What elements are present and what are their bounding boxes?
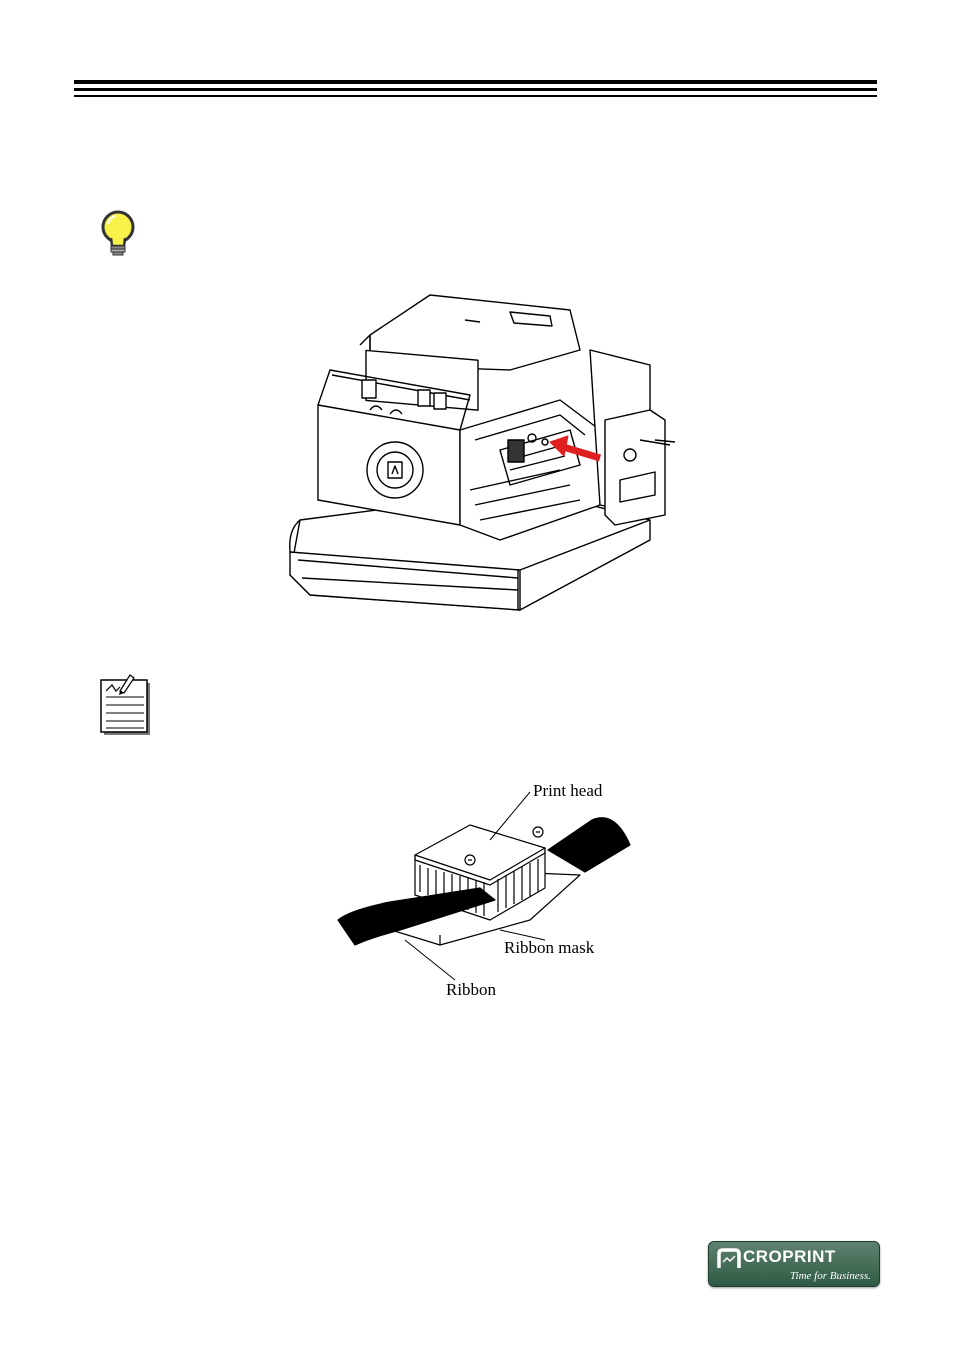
print-head-label: Print head [533, 781, 602, 801]
ribbon-label: Ribbon [446, 980, 496, 1000]
print-head-diagram [330, 780, 640, 1005]
logo-brand: CROPRINT [743, 1247, 836, 1267]
notepad-icon [100, 673, 154, 742]
time-clock-illustration [270, 290, 690, 625]
logo-tagline: Time for Business. [790, 1270, 871, 1282]
lightbulb-icon [96, 208, 140, 265]
acroprint-logo: CROPRINT Time for Business. [708, 1241, 880, 1287]
logo-a-mark [717, 1248, 741, 1275]
ribbon-mask-label: Ribbon mask [504, 938, 594, 958]
